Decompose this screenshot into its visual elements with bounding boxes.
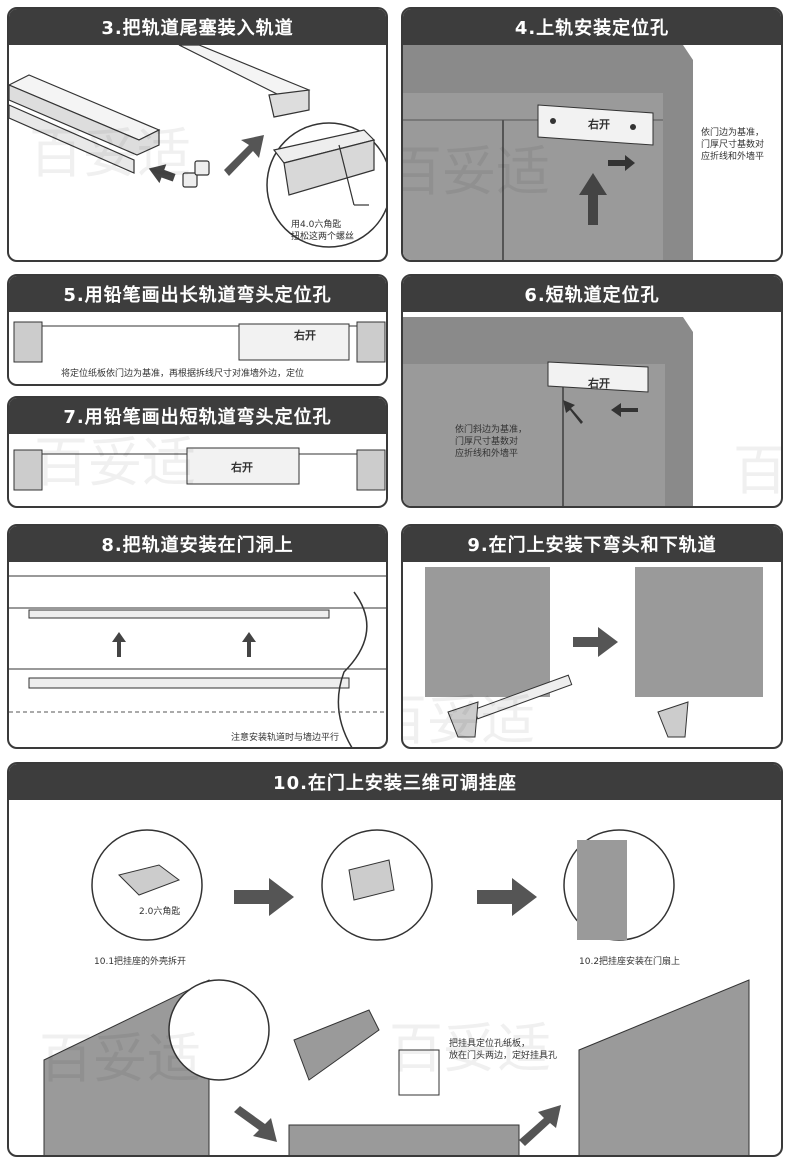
step-8-illustration: [9, 562, 388, 749]
step-6-label: 右开: [588, 378, 610, 390]
step-7-panel: 7.用铅笔画出短轨道弯头定位孔 右开 百妥适: [7, 396, 388, 508]
step-7-title: 7.用铅笔画出短轨道弯头定位孔: [9, 398, 386, 434]
arrow-down-right-icon: [234, 1106, 277, 1142]
step-4-title: 4.上轨安装定位孔: [403, 9, 781, 45]
step-9-panel: 9.在门上安装下弯头和下轨道 百妥适: [401, 524, 783, 749]
arrow-up-icon-2: [112, 632, 126, 657]
arrow-up-right-icon-2: [519, 1105, 561, 1146]
step-6-panel: 6.短轨道定位孔 右开 依门斜边为基准， 门厚尺寸基数对 应折线和外墙平 百妥适: [401, 274, 783, 508]
step-10-sub2: 10.2把挂座安装在门扇上: [579, 956, 680, 968]
step-9-illustration: [403, 562, 783, 749]
step-5-note: 将定位纸板依门边为基准，再根据拆线尺寸对准墙外边，定位: [61, 368, 304, 380]
step-10-tool: 2.0六角匙: [139, 906, 180, 918]
arrow-left-icon: [145, 159, 177, 187]
step-4-note: 依门边为基准， 门厚尺寸基数对 应折线和外墙平: [701, 127, 764, 163]
step-5-title: 5.用铅笔画出长轨道弯头定位孔: [9, 276, 386, 312]
step-6-note: 依门斜边为基准， 门厚尺寸基数对 应折线和外墙平: [455, 424, 527, 460]
step-7-label: 右开: [231, 462, 253, 474]
step-6-title: 6.短轨道定位孔: [403, 276, 781, 312]
step-3-note: 用4.0六角匙 扭松这两个螺丝: [291, 219, 354, 243]
step-8-title: 8.把轨道安装在门洞上: [9, 526, 386, 562]
step-5-label: 右开: [294, 330, 316, 342]
step-3-panel: 3.把轨道尾塞装入轨道 用4.0六角匙 扭松这两个螺丝 百妥适: [7, 7, 388, 262]
step-4-label: 右开: [588, 119, 610, 131]
step-8-note: 注意安装轨道时与墙边平行: [231, 732, 339, 744]
step-10-title: 10.在门上安装三维可调挂座: [9, 764, 781, 800]
step-3-title: 3.把轨道尾塞装入轨道: [9, 9, 386, 45]
step-4-panel: 4.上轨安装定位孔 右开 依门边为基准， 门厚尺寸基数对 应折线和外墙平 百妥适: [401, 7, 783, 262]
arrow-right-icon-3: [234, 878, 294, 916]
step-10-note: 把挂具定位孔纸板， 放在门头两边，定好挂具孔: [449, 1038, 557, 1062]
arrow-up-icon-3: [242, 632, 256, 657]
step-7-illustration: [9, 434, 388, 508]
step-5-panel: 5.用铅笔画出长轨道弯头定位孔 右开 将定位纸板依门边为基准，再根据拆线尺寸对准…: [7, 274, 388, 386]
step-10-sub1: 10.1把挂座的外壳拆开: [94, 956, 186, 968]
step-8-panel: 8.把轨道安装在门洞上 注意安装轨道时与墙边平行: [7, 524, 388, 749]
step-10-panel: 10.在门上安装三维可调挂座 2.0六角匙 10.1把挂座的外壳拆开 10.2把…: [7, 762, 783, 1157]
step-10-illustration: [9, 800, 783, 1157]
step-6-illustration: [403, 312, 783, 508]
step-9-title: 9.在门上安装下弯头和下轨道: [403, 526, 781, 562]
arrow-right-icon-2: [573, 627, 618, 657]
arrow-up-right-icon: [224, 135, 264, 176]
arrow-right-icon-4: [477, 878, 537, 916]
